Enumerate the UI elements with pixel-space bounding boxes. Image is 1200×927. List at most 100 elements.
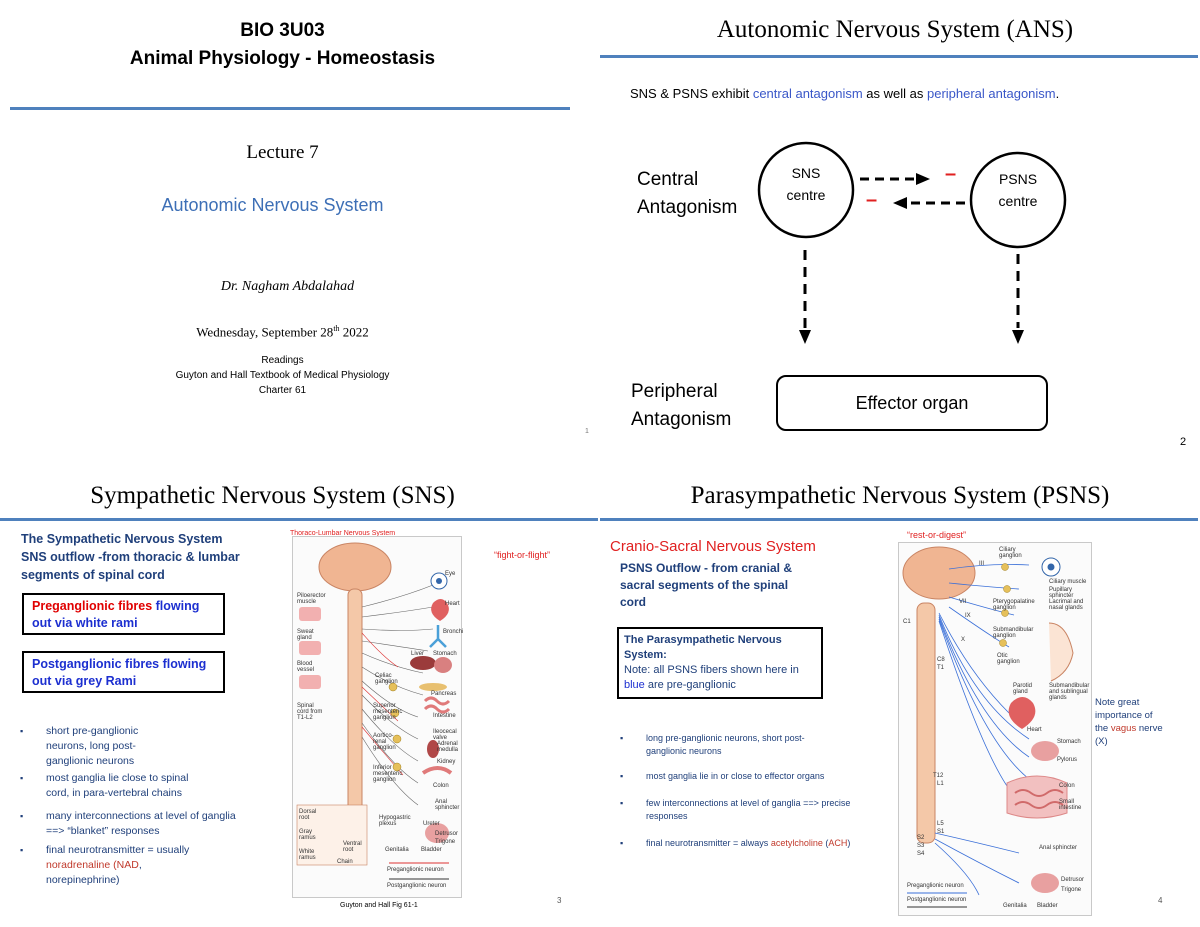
central-label-line2: Antagonism [637,197,738,218]
sns-line1: SNS [791,165,821,181]
figure-title: Thoraco-Lumbar Nervous System [290,530,396,537]
heading-line2: sacral segments of the spinal [620,578,789,592]
bullet-line: noradrenaline (NAD, [46,858,280,873]
slide-title: Autonomic Nervous System (ANS) [716,16,1074,43]
page-number: 4 [1158,896,1163,905]
figure-label: Colon [433,783,449,789]
figure-label: T12 [933,773,944,779]
arrowhead [799,330,811,344]
psns-bullet-list: long pre-ganglionic neurons, short post-… [620,732,900,850]
peripheral-antagonism-term: peripheral antagonism [926,86,1056,101]
heading-line3: cord [620,595,647,609]
bullet-text: ( [822,838,829,848]
bullet-text: final neurotransmitter = always [646,838,771,848]
side-note-line: the vagus nerve [1095,722,1163,735]
nt-term: noradrenaline ( [46,859,117,871]
lecture-topic: Autonomic Nervous System [161,195,384,215]
blue-term: blue [624,679,645,691]
figure-label: Stomach [433,651,457,657]
effector-organ-box: Effector organ [776,375,1048,431]
inhibition-sign: – [866,189,878,211]
colon-shape [421,766,453,775]
figure-label: III [979,561,985,567]
figure-label: Piloerector muscle [297,593,326,605]
heading-line3: segments of spinal cord [21,568,165,582]
pupil-shape [436,578,442,584]
slide-title: Parasympathetic Nervous System (PSNS) [690,482,1110,509]
box-note-rest: are pre-ganglionic [644,679,736,691]
psns-line2: centre [998,193,1038,209]
bullet-line: responses [646,811,688,821]
sns-bullet-list: short pre-ganglionic neurons, long post-… [20,724,280,888]
nt-abbrev: NAD [116,859,139,871]
central-label: Central Antagonism [637,166,737,222]
box-note-line2: blue are pre-ganglionic [624,678,816,693]
lecture-date: Wednesday, September 28th 2022 [0,324,565,340]
slide-1: BIO 3U03 Animal Physiology - Homeostasis… [0,0,598,463]
figure-label: Postganglionic neuron [907,897,967,903]
lecture-number: Lecture 7 [246,142,319,163]
sns-line2: centre [786,187,826,203]
brain-shape [902,546,976,600]
figure-label: Celiac ganglion [375,673,398,685]
bladder-shape [425,823,449,843]
figure-label: Blood vessel [297,661,315,673]
sns-anatomy-figure: Eye Heart Bronchi Liver Stomach Celiac g… [292,536,463,898]
figure-label: Ureter [423,821,440,827]
cranio-sacral-heading: Cranio-Sacral Nervous System [610,538,816,555]
figure-label: Pylorus [1057,757,1078,763]
heading-line1: PSNS Outflow - from cranial & [620,561,793,575]
postganglionic-line2: out via grey Rami [32,674,137,688]
slide-2: Autonomic Nervous System (ANS) SNS & PSN… [600,0,1200,463]
figure-label: Dorsal root [299,809,317,821]
slide-3: Sympathetic Nervous System (SNS) The Sym… [0,464,598,927]
preganglionic-box: Preganglionic fibres flowing out via whi… [22,593,225,635]
flowing-term: flowing [155,599,200,613]
effector-organ-label: Effector organ [855,393,969,413]
figure-label: Otic ganglion [997,653,1020,665]
psns-centre-label: PSNS centre [972,168,1064,212]
psns-note-box: The Parasympathetic Nervous System: Note… [617,627,823,699]
psns-centre-circle [969,151,1067,249]
side-note-text: the [1095,723,1111,734]
figure-label: Detrusor [1061,877,1085,883]
small-intestine-shape [1014,789,1064,809]
vagus-side-note: Note great importance of the vagus nerve… [1095,696,1163,748]
figure-label: Trigone [1061,887,1082,893]
colon-shape [1006,775,1068,819]
list-item: most ganglia lie in or close to effector… [620,770,900,783]
bullet-line: norepinephrine) [46,874,120,886]
figure-label: Chain [337,859,353,865]
figure-label: Pancreas [431,691,457,697]
figure-label: L1 [937,781,944,787]
acetylcholine-term: acetylcholine [770,838,823,848]
face-outline [1048,622,1074,682]
date-suffix: th [333,324,340,333]
bullet-line: ganglionic neurons [46,755,135,767]
figure-label: X [961,637,966,643]
bullet-line: few interconnections at level of ganglia… [646,798,851,808]
peripheral-label: Peripheral Antagonism [631,378,731,434]
box-title-line1: The Parasympathetic Nervous [624,634,782,646]
figure-label: Pterygopalatine ganglion [993,599,1035,611]
figure-label: Postganglionic neuron [387,883,447,889]
figure-label: Heart [445,601,460,607]
vagus-term: vagus [1110,723,1137,734]
figure-label: Liver [411,651,425,657]
readings-chapter: Charter 61 [258,385,307,396]
spinal-column [916,602,936,844]
figure-label: Preganglionic neuron [387,867,444,873]
bullet-line: neurons, long post- [46,740,136,752]
figure-label: Spinal cord from T1-L2 [297,703,323,721]
instructor: Dr. Nagham Abdalahad [220,279,355,294]
intestine-shape [423,696,451,714]
figure-label: Stomach [1057,739,1081,745]
figure-label: Anal sphincter [1039,845,1078,851]
fight-or-flight: “fight-or-flight” [494,550,551,560]
slide-title: Sympathetic Nervous System (SNS) [90,482,455,509]
figure-label: Small intestine [1059,799,1082,811]
bullet-text: ) [847,838,851,848]
arrowhead [893,197,907,209]
psns-line1: PSNS [998,171,1038,187]
figure-label: Pupillary sphincter [1049,587,1074,599]
